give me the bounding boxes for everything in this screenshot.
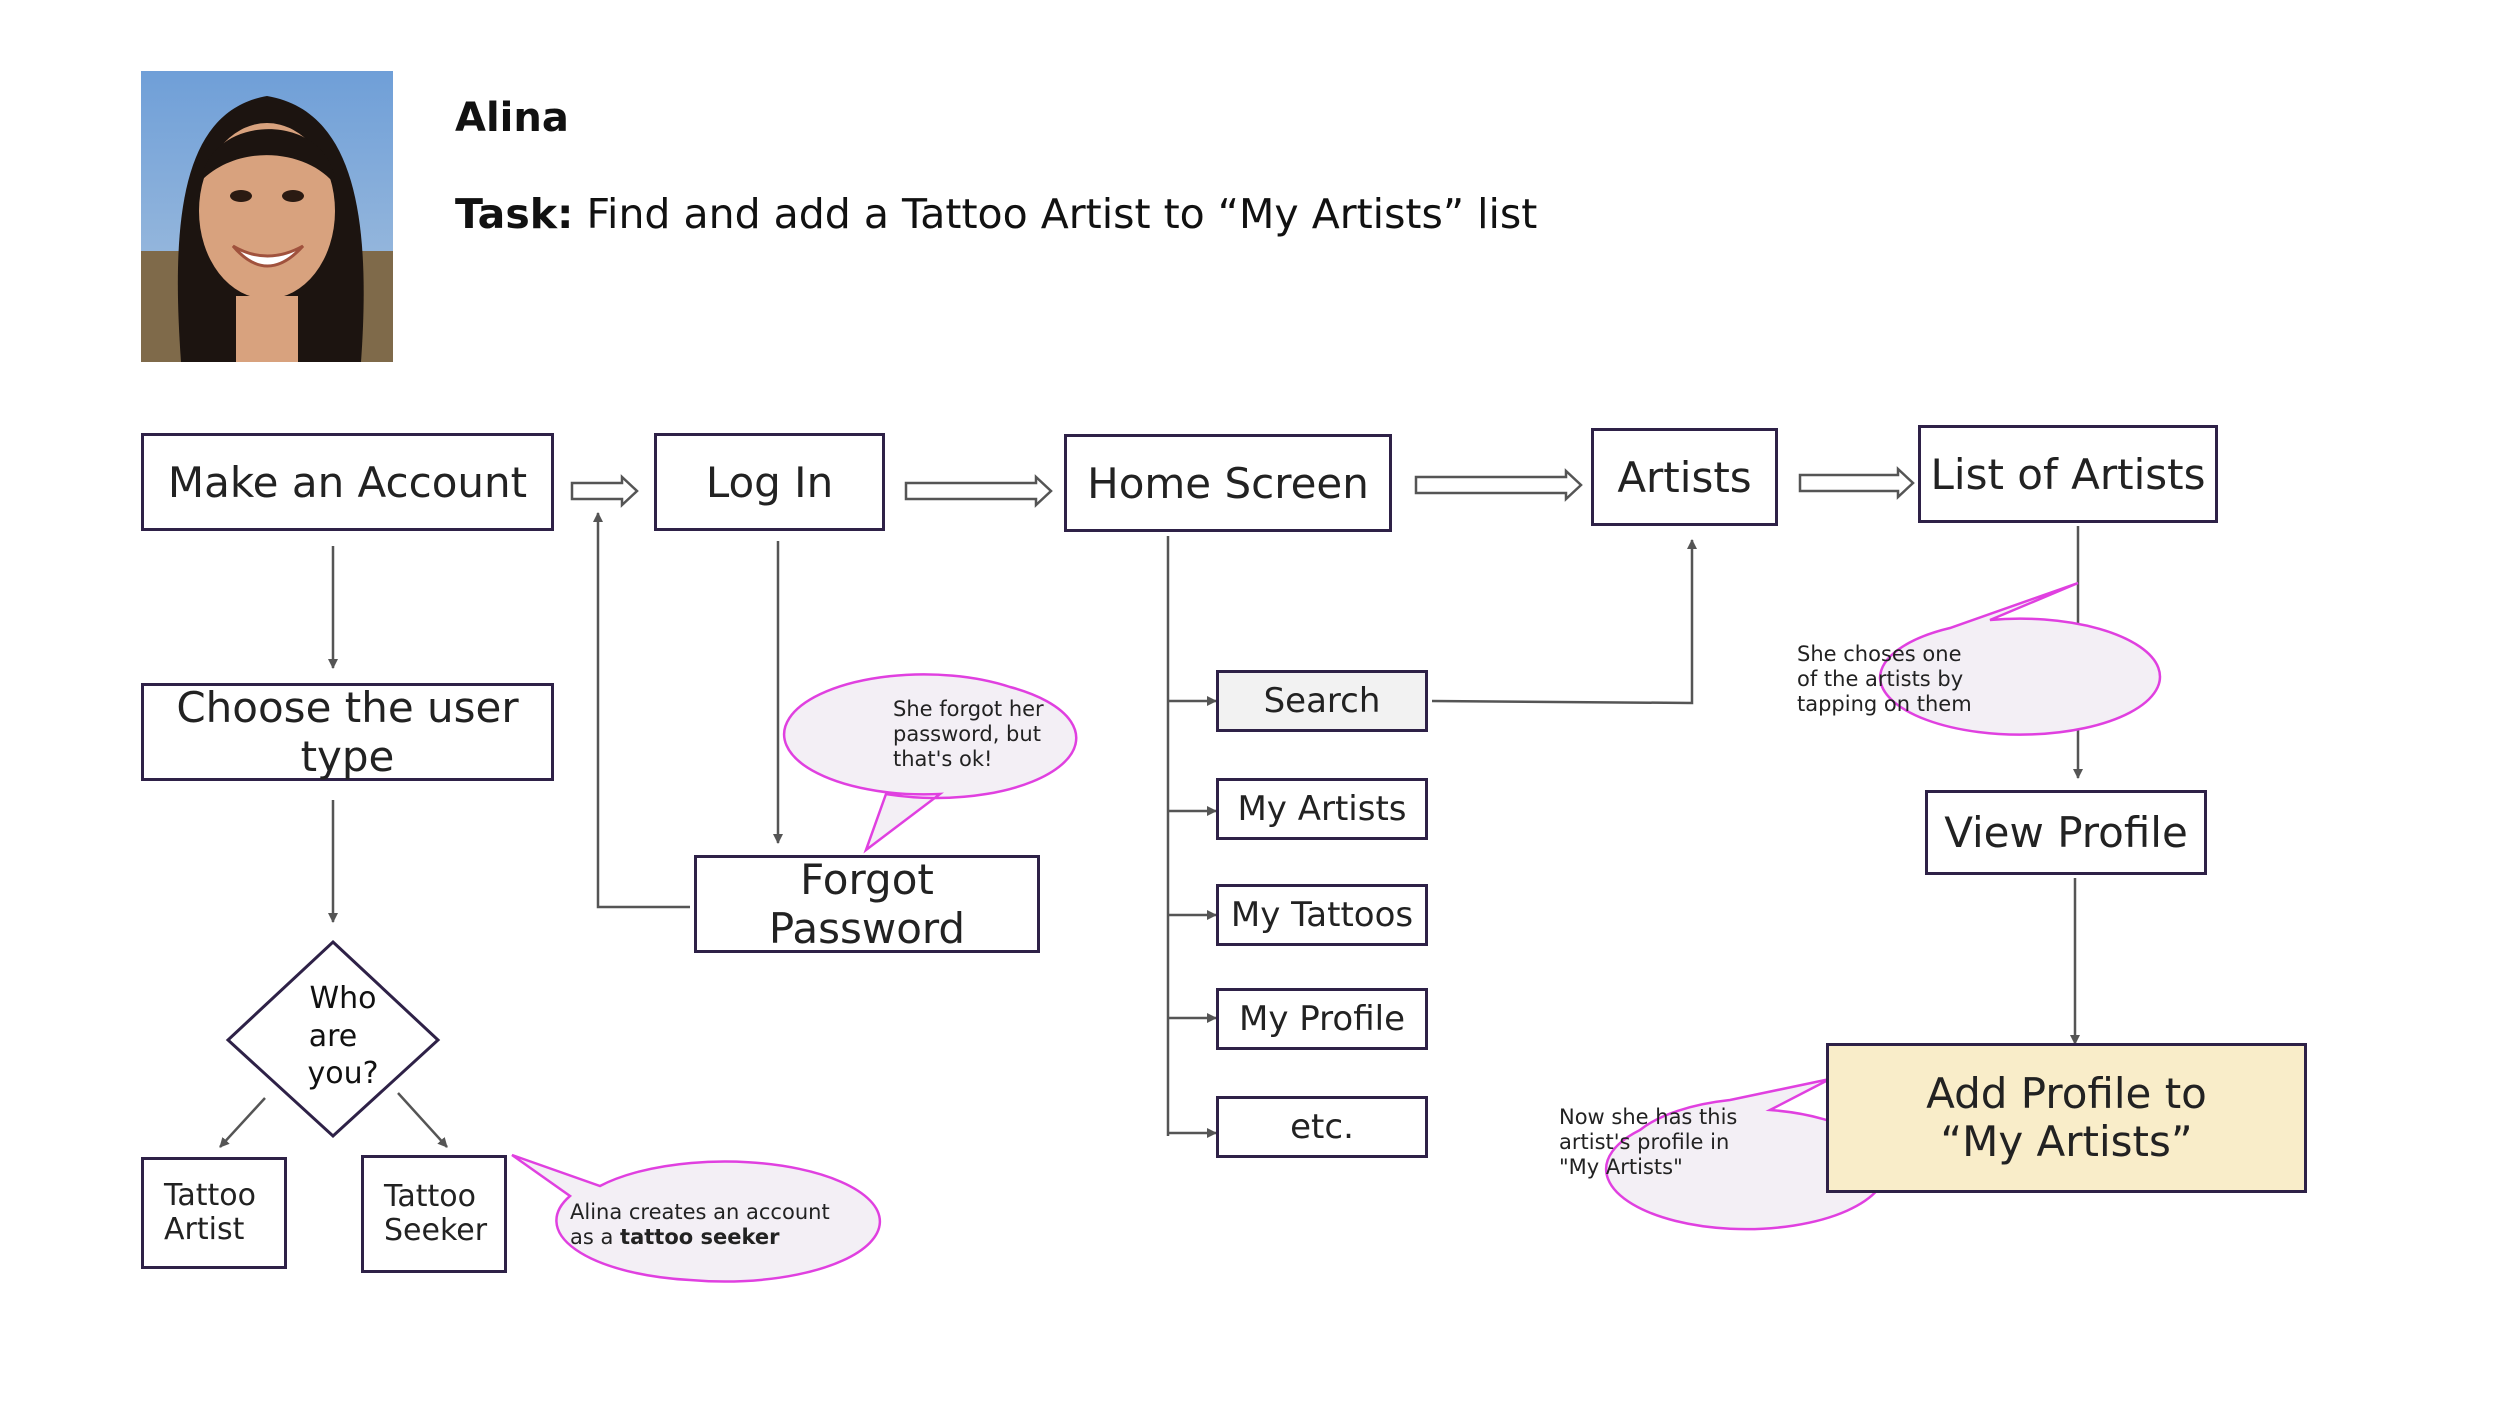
who-line1: Who	[309, 981, 377, 1016]
forgot-password-box[interactable]: Forgot Password	[694, 855, 1040, 953]
bubble-forgot-line1: She forgot her	[893, 697, 1044, 721]
search-label: Search	[1263, 681, 1381, 721]
tattoo-artist-line2: Artist	[164, 1212, 245, 1247]
bubble-nowhas-text: Now she has this artist's profile in "My…	[1559, 1105, 1737, 1181]
bubble-creates-shape	[511, 1153, 882, 1283]
block-arrow-login-home	[904, 474, 1053, 508]
bubble-creates-prefix: as a	[570, 1225, 621, 1250]
bubble-forgot-text: She forgot her password, but that's ok!	[893, 697, 1044, 773]
list-of-artists-label: List of Artists	[1930, 449, 2206, 499]
etc-label: etc.	[1290, 1107, 1354, 1147]
search-box[interactable]: Search	[1216, 670, 1428, 732]
arrow-who-to-artist	[219, 1097, 266, 1148]
artists-label: Artists	[1617, 452, 1752, 502]
persona-name: Alina	[455, 95, 569, 141]
home-screen-label: Home Screen	[1087, 458, 1369, 508]
arrow-forgot-to-account	[593, 512, 690, 909]
tattoo-artist-box[interactable]: Tattoo Artist	[141, 1157, 287, 1269]
who-line2: are	[308, 1018, 358, 1054]
bubble-chooses-line3: tapping on them	[1797, 692, 1972, 717]
bubble-chooses-line2: of the artists by	[1797, 667, 1964, 692]
bubble-forgot-line3: that's ok!	[893, 747, 993, 772]
arrow-search-to-artists	[1431, 539, 1697, 705]
view-profile-box[interactable]: View Profile	[1925, 790, 2207, 875]
block-arrow-artists-list	[1798, 466, 1915, 500]
add-profile-line2: “My Artists”	[1940, 1117, 2193, 1166]
bubble-creates-text: Alina creates an account as a tattoo see…	[570, 1200, 830, 1250]
bubble-chooses-text: She choses one of the artists by tapping…	[1797, 642, 1972, 718]
bubble-chooses-line1: She choses one	[1797, 642, 1962, 666]
bubble-forgot-shape	[782, 673, 1078, 854]
tattoo-seeker-line2: Seeker	[384, 1213, 488, 1248]
my-tattoos-box[interactable]: My Tattoos	[1216, 884, 1428, 946]
bubble-creates-bold: tattoo seeker	[620, 1225, 780, 1250]
block-arrow-account-login	[570, 474, 639, 508]
task-line: Task: Find and add a Tattoo Artist to “M…	[455, 190, 1537, 238]
choose-user-type-label: Choose the user type	[176, 683, 519, 781]
block-arrow-home-artists	[1414, 468, 1583, 502]
my-artists-box[interactable]: My Artists	[1216, 778, 1428, 840]
who-line3: you?	[307, 1056, 379, 1091]
task-text: Find and add a Tattoo Artist to “My Arti…	[573, 190, 1538, 238]
home-screen-box[interactable]: Home Screen	[1064, 434, 1392, 532]
my-profile-box[interactable]: My Profile	[1216, 988, 1428, 1050]
bubble-nowhas-line3: "My Artists"	[1559, 1155, 1683, 1180]
tattoo-artist-line1: Tattoo	[164, 1177, 256, 1213]
bubble-chooses-shape	[1878, 581, 2162, 736]
add-profile-line1: Add Profile to	[1926, 1068, 2207, 1118]
who-are-you-diamond	[225, 939, 441, 1139]
choose-user-type-box[interactable]: Choose the user type	[141, 683, 554, 781]
tattoo-seeker-box[interactable]: Tattoo Seeker	[361, 1155, 507, 1273]
bubble-creates-line1: Alina creates an account	[570, 1200, 830, 1224]
make-account-label: Make an Account	[167, 457, 528, 507]
task-label: Task:	[455, 190, 574, 238]
add-profile-box[interactable]: Add Profile to “My Artists”	[1826, 1043, 2307, 1193]
etc-box[interactable]: etc.	[1216, 1096, 1428, 1158]
bubble-nowhas-line2: artist's profile in	[1559, 1130, 1730, 1155]
artists-box[interactable]: Artists	[1591, 428, 1778, 526]
bubble-nowhas-line1: Now she has this	[1559, 1105, 1738, 1129]
log-in-label: Log In	[705, 457, 834, 507]
my-profile-label: My Profile	[1239, 999, 1405, 1039]
make-account-box[interactable]: Make an Account	[141, 433, 554, 531]
persona-photo	[141, 71, 393, 362]
tattoo-seeker-line1: Tattoo	[384, 1178, 476, 1214]
bubble-forgot-line2: password, but	[893, 722, 1041, 747]
view-profile-label: View Profile	[1944, 808, 2188, 857]
who-are-you-text: Who are you?	[283, 980, 403, 1093]
log-in-box[interactable]: Log In	[654, 433, 885, 531]
my-tattoos-label: My Tattoos	[1230, 895, 1414, 935]
list-of-artists-box[interactable]: List of Artists	[1918, 425, 2218, 523]
arrow-who-to-seeker	[397, 1092, 448, 1148]
bubble-nowhas-shape	[1604, 1077, 1888, 1231]
bubble-creates-line2: as a tattoo seeker	[570, 1225, 830, 1250]
my-artists-label: My Artists	[1237, 789, 1407, 829]
forgot-password-label: Forgot Password	[768, 855, 966, 953]
